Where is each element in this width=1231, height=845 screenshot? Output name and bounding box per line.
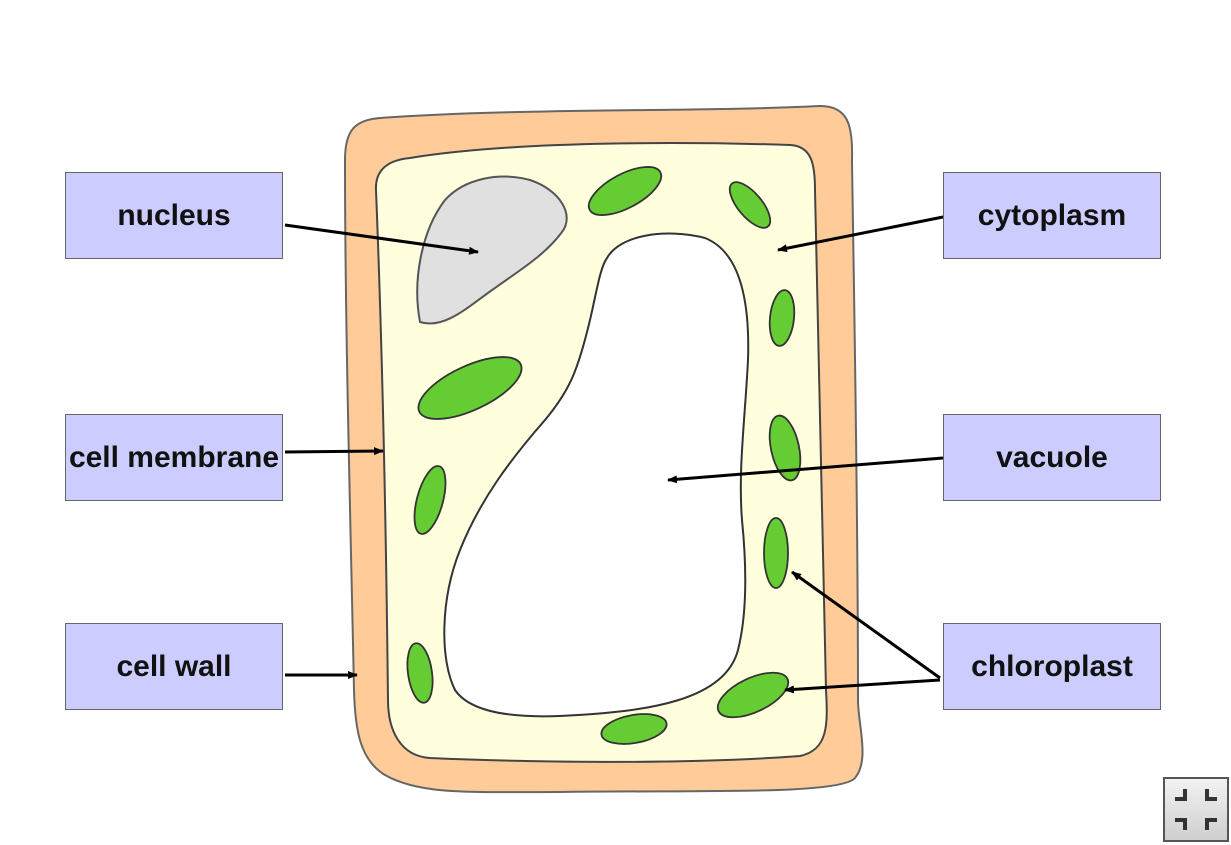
nucleus (416, 175, 568, 325)
label-vacuole: vacuole (943, 414, 1161, 501)
exit-fullscreen-button[interactable] (1163, 777, 1229, 842)
arrow-nucleus (284, 223, 479, 255)
label-cell-wall: cell wall (65, 623, 283, 710)
chloroplast (768, 289, 796, 347)
arrow-chloroplast-2 (784, 678, 941, 694)
vacuole (443, 232, 750, 718)
chloroplast (417, 356, 523, 420)
chloroplast (413, 465, 447, 535)
arrow-chloroplast-1 (791, 570, 941, 680)
chloroplast (768, 414, 802, 482)
chloroplast (763, 517, 789, 589)
chloroplast (600, 713, 668, 745)
label-cytoplasm: cytoplasm (943, 172, 1161, 259)
arrow-cell-membrane (284, 447, 384, 456)
arrow-cytoplasm (777, 215, 944, 253)
chloroplast (587, 166, 663, 216)
chloroplast (728, 181, 772, 229)
chloroplast (716, 671, 790, 719)
label-chloroplast: chloroplast (943, 623, 1161, 710)
label-nucleus: nucleus (65, 172, 283, 259)
exit-fullscreen-icon (1175, 789, 1217, 830)
chloroplast (406, 642, 434, 704)
pointer-arrows (284, 215, 944, 694)
chloroplasts (406, 166, 802, 745)
label-cell-membrane: cell membrane (65, 414, 283, 501)
arrow-vacuole (667, 456, 944, 484)
